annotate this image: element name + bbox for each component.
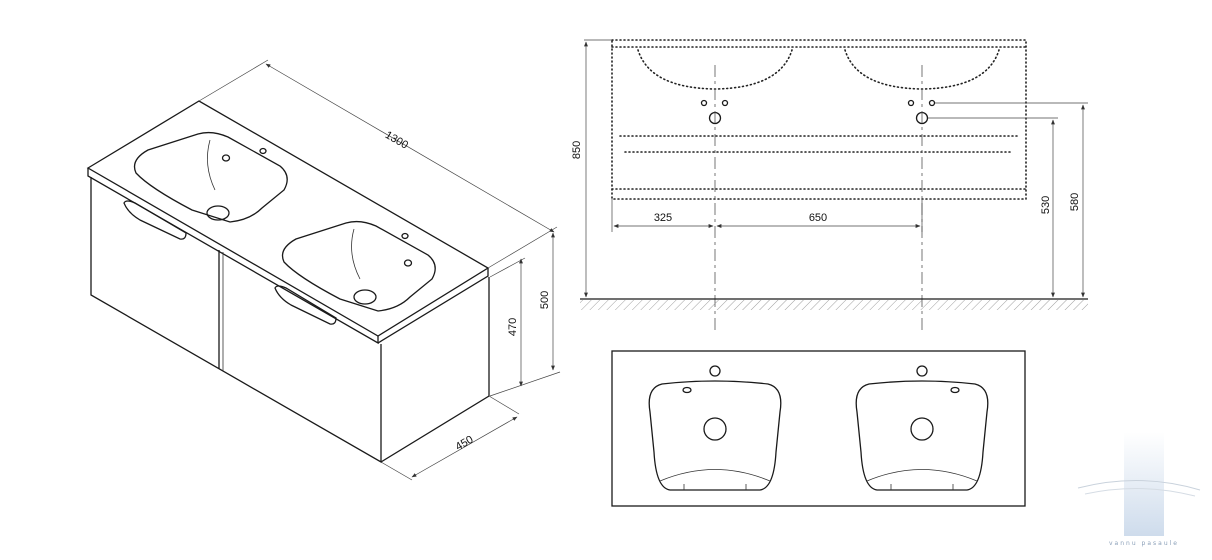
dim-line-length	[265, 63, 555, 233]
watermark-text: vannu pasaule	[1109, 540, 1179, 547]
top-drain-left	[703, 417, 727, 441]
basin-right-rim	[281, 220, 436, 312]
front-view: 850 325 650 530 580	[571, 39, 1088, 330]
drawer-handle-left	[123, 200, 187, 240]
dim-offset: 325	[654, 212, 672, 224]
dim-length: 1300	[383, 129, 410, 152]
countertop-front-edge	[87, 168, 379, 345]
dim-spacing: 650	[809, 212, 827, 224]
front-dotted-outline	[611, 39, 1027, 200]
drawer-handle-right	[274, 285, 337, 325]
tap-hole-left	[221, 154, 231, 162]
top-basin-left	[648, 380, 782, 491]
top-basin-right	[855, 380, 989, 491]
dim-depth: 450	[454, 434, 476, 454]
isometric-view: 1300 500 470 450	[86, 59, 561, 481]
top-view	[611, 350, 1026, 507]
countertop-side-edge	[377, 268, 489, 344]
dim-height-cabinet: 470	[507, 318, 519, 336]
basin-left-drain	[206, 205, 230, 221]
top-drain-right	[910, 417, 934, 441]
floor-hatch	[580, 300, 1088, 310]
basin-right-drain	[353, 289, 377, 305]
countertop-top	[86, 100, 490, 337]
basin-right-inner	[351, 228, 361, 280]
overflow-hole-left	[259, 147, 267, 155]
cabinet-front	[90, 177, 382, 464]
top-outline	[611, 350, 1026, 507]
watermark-logo: vannu pasaule	[1077, 432, 1201, 547]
tap-hole-right	[403, 259, 413, 267]
basin-left-inner	[207, 139, 216, 191]
dim-total-height: 850	[571, 141, 583, 159]
dim-line-depth	[411, 416, 518, 478]
dim-height-total: 500	[539, 291, 551, 309]
overflow-hole-right	[401, 232, 409, 240]
dim-outlet-1: 530	[1040, 196, 1052, 214]
dim-outlet-2: 580	[1069, 193, 1081, 211]
cabinet-side	[380, 277, 490, 463]
